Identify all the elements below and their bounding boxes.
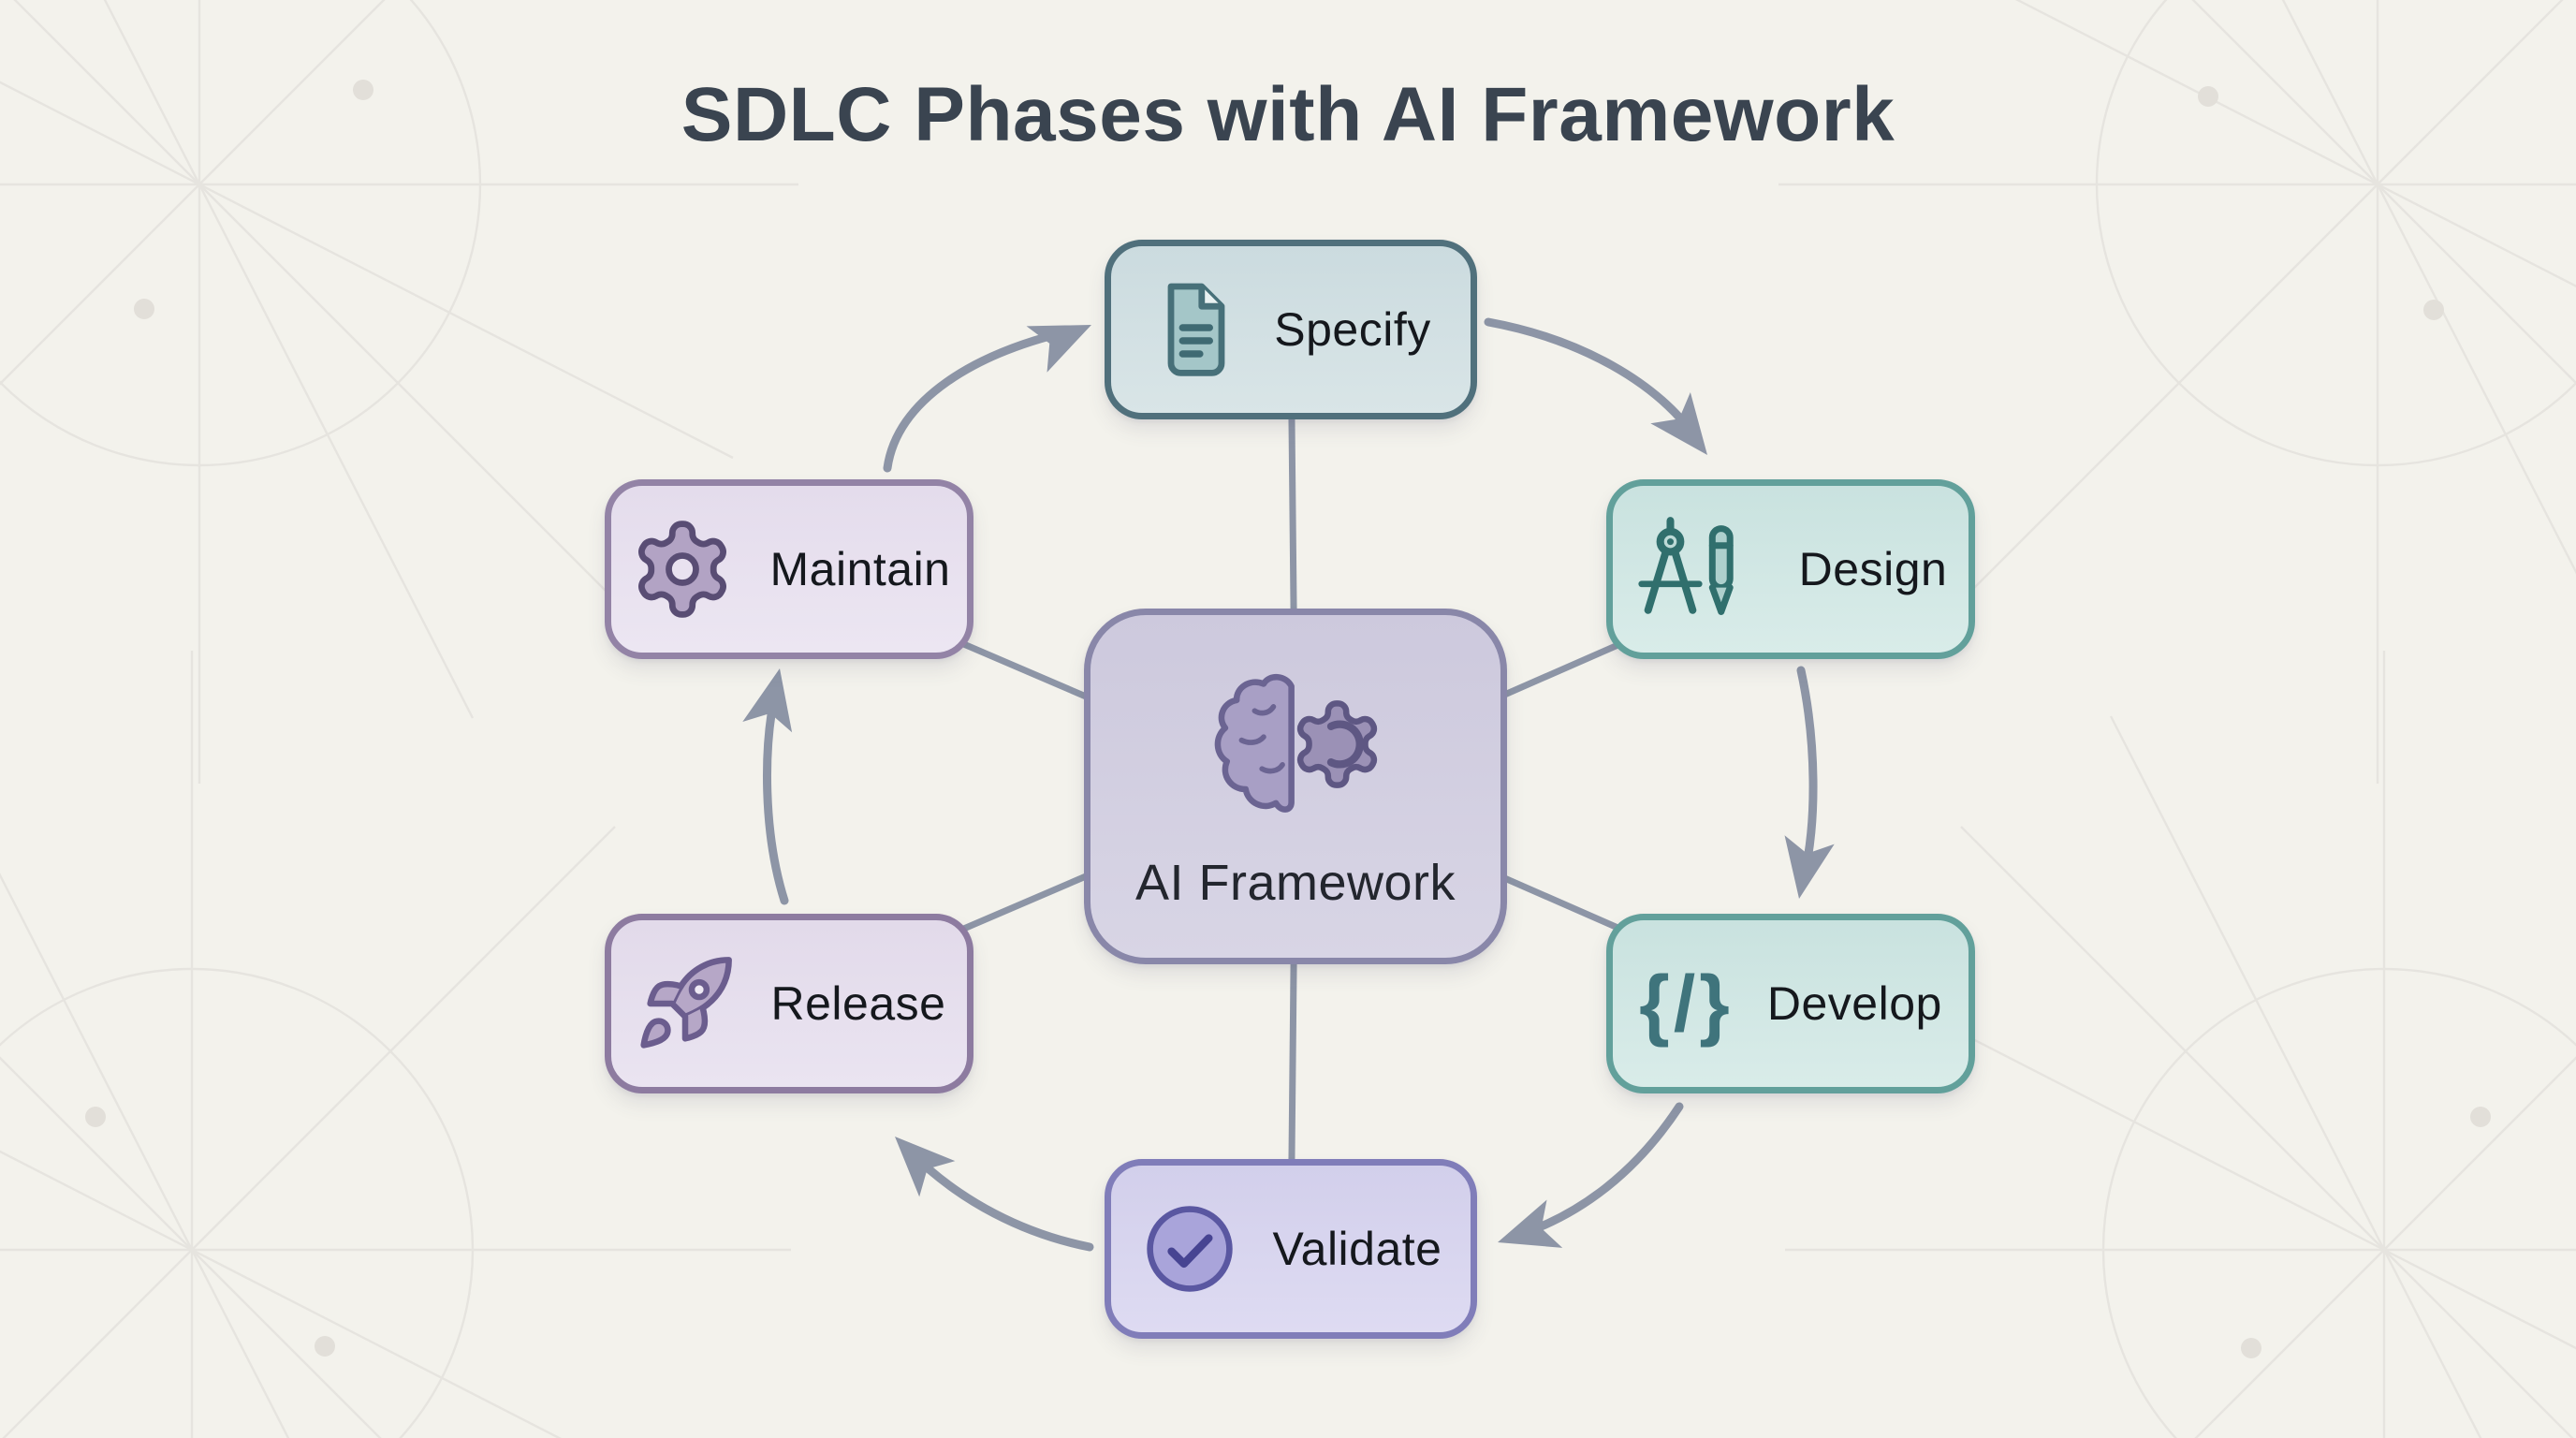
arrow-specify-to-design bbox=[1484, 317, 1701, 443]
phase-box-specify: Specify bbox=[1105, 240, 1477, 419]
compass-pencil-icon bbox=[1634, 513, 1765, 625]
phase-label-design: Design bbox=[1798, 543, 1948, 595]
gear-icon bbox=[628, 515, 737, 624]
page-title: SDLC Phases with AI Framework bbox=[681, 72, 1895, 157]
center-label: AI Framework bbox=[1134, 855, 1456, 911]
ai-framework-box: AI Framework bbox=[1084, 609, 1507, 964]
arrow-validate-to-release bbox=[905, 1147, 1094, 1252]
phase-box-design: Design bbox=[1606, 479, 1975, 659]
phase-box-maintain: Maintain bbox=[605, 479, 973, 659]
phase-label-release: Release bbox=[770, 977, 946, 1030]
code-braces-icon: {/} bbox=[1639, 960, 1734, 1048]
phase-label-validate: Validate bbox=[1272, 1223, 1442, 1275]
phase-label-specify: Specify bbox=[1274, 303, 1431, 356]
check-circle-icon bbox=[1140, 1199, 1239, 1299]
brain-gear-icon bbox=[1197, 661, 1394, 841]
phase-label-develop: Develop bbox=[1766, 977, 1942, 1030]
phase-box-validate: Validate bbox=[1105, 1159, 1477, 1339]
phase-box-release: Release bbox=[605, 914, 973, 1093]
phase-box-develop: {/} Develop bbox=[1606, 914, 1975, 1093]
phase-label-maintain: Maintain bbox=[769, 543, 951, 595]
rocket-icon bbox=[633, 951, 738, 1056]
document-icon bbox=[1150, 277, 1240, 382]
arrow-maintain-to-specify bbox=[883, 325, 1081, 473]
